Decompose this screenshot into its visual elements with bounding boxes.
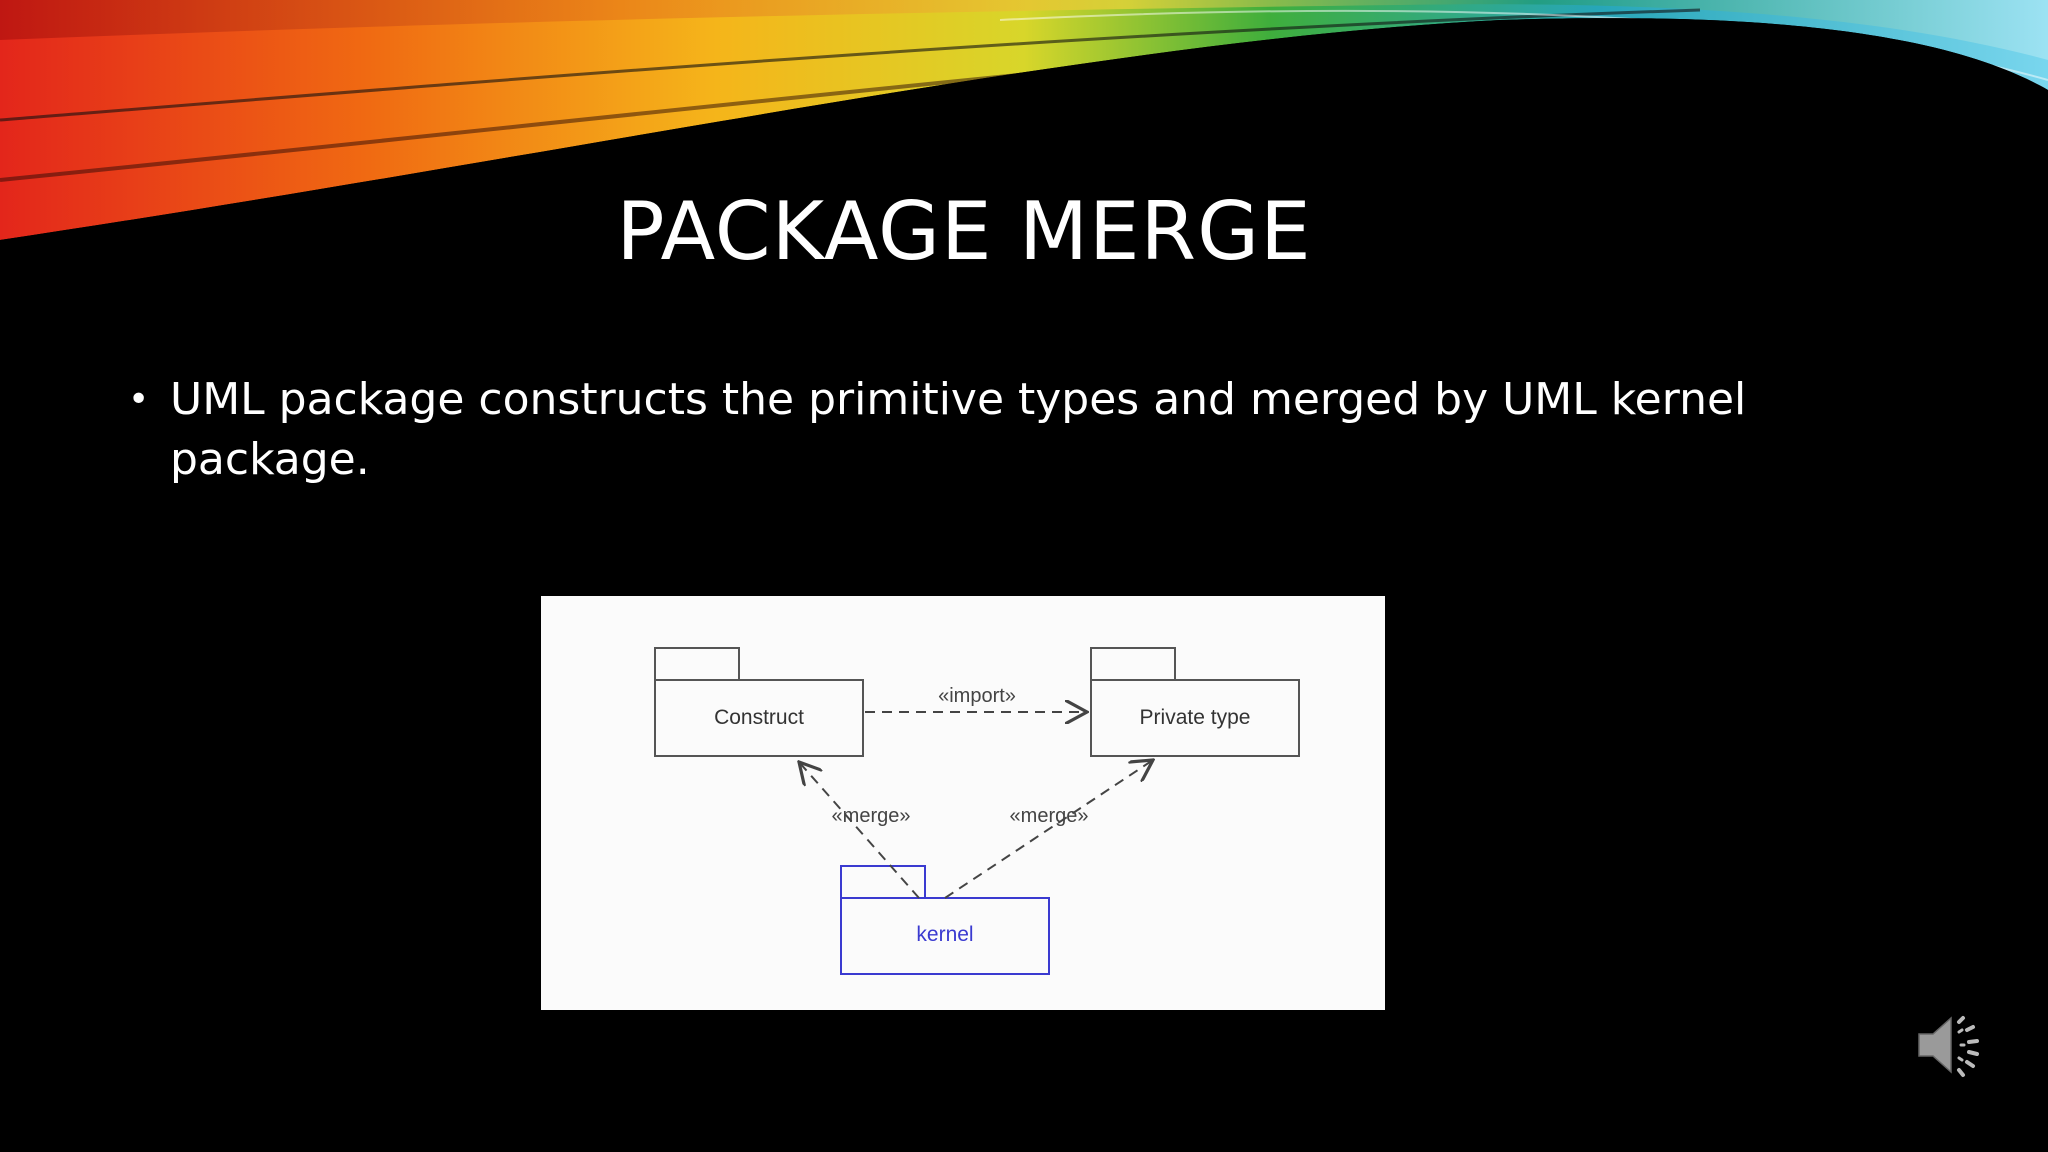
uml-diagram-image: Construct Private type kernel «import»	[541, 596, 1385, 1010]
package-kernel-label: kernel	[916, 923, 973, 946]
package-construct: Construct	[654, 647, 864, 757]
import-label: «import»	[938, 685, 1016, 707]
merge-relation-right: «merge»	[944, 760, 1153, 899]
merge-right-label: «merge»	[1010, 805, 1089, 827]
import-relation: «import»	[865, 685, 1087, 712]
decorative-swoosh	[0, 0, 2048, 260]
bullet-item: • UML package constructs the primitive t…	[128, 370, 1948, 490]
package-construct-label: Construct	[714, 706, 804, 729]
merge-left-label: «merge»	[832, 805, 911, 827]
merge-relation-left: «merge»	[799, 762, 920, 899]
package-private-type: Private type	[1090, 647, 1300, 757]
bullet-text: UML package constructs the primitive typ…	[170, 374, 1747, 485]
uml-package-diagram: Construct Private type kernel «import»	[654, 647, 1300, 975]
slide-title: PACKAGE MERGE	[616, 185, 1312, 278]
bullet-marker: •	[128, 379, 150, 420]
bullet-list: • UML package constructs the primitive t…	[128, 370, 1948, 490]
package-kernel: kernel	[840, 865, 1050, 975]
speaker-icon[interactable]	[1915, 1010, 1990, 1080]
package-private-type-label: Private type	[1140, 706, 1251, 729]
